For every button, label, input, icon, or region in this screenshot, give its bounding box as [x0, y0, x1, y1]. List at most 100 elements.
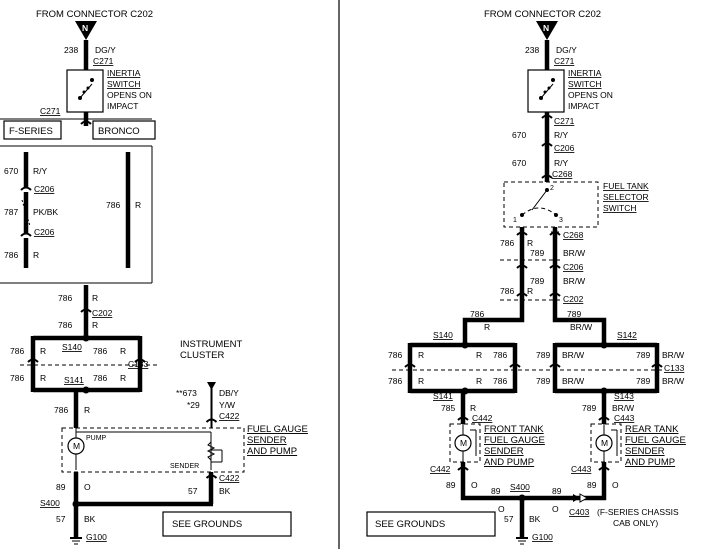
left-s140: S140 — [62, 342, 82, 352]
left-fseries-branch — [20, 152, 32, 268]
right-786a: 786 — [500, 238, 514, 248]
right-front-t4: AND PUMP — [484, 457, 534, 468]
right-57: 57 — [504, 514, 514, 524]
left-fseries-box — [3, 120, 62, 140]
right-789c: 789 — [567, 309, 581, 319]
left-c202-connector — [80, 308, 92, 313]
left-bronco-box — [92, 120, 156, 140]
right-c442-connector — [457, 416, 469, 421]
left-fs-pkbk: PK/BK — [33, 207, 58, 217]
left-89: 89 — [56, 482, 66, 492]
left-c271-split: C271 — [40, 106, 61, 116]
right-c442: C442 — [472, 413, 493, 423]
right-c442b: C442 — [430, 464, 451, 474]
left-238: 238 — [64, 45, 78, 55]
right-c443: C443 — [614, 413, 635, 423]
right-front-89: 89 — [446, 480, 456, 490]
right-m786a: 786 — [493, 350, 507, 360]
right-n-label: N — [543, 23, 549, 33]
left-fs-787: 787 — [4, 207, 18, 217]
right-m786b: 786 — [493, 376, 507, 386]
right-front-r: R — [470, 403, 476, 413]
right-r-splice-box — [404, 341, 521, 395]
left-bronco-label: BRONCO — [98, 126, 140, 137]
right-sel-1: FUEL TANK — [603, 181, 649, 191]
right-panel: FROM CONNECTOR C202 N 238 DG/Y C271 INER… — [366, 9, 686, 545]
left-below-r: R — [84, 405, 90, 415]
right-c271-connector — [541, 114, 553, 119]
right-c271-mid: C271 — [554, 116, 575, 126]
left-c422-top-connector — [205, 418, 218, 423]
right-rear-t4: AND PUMP — [625, 457, 675, 468]
right-ground-symbol — [516, 537, 528, 545]
right-bottom-89b: 89 — [552, 486, 562, 496]
right-rya: R/Y — [554, 130, 569, 140]
right-l786a: 786 — [388, 350, 402, 360]
right-789b: 789 — [530, 276, 544, 286]
right-front-785: 785 — [441, 403, 455, 413]
right-rear-m: M — [601, 438, 608, 448]
left-c133: C133 — [128, 359, 149, 369]
right-front-o: O — [471, 480, 478, 490]
left-c271-top: C271 — [93, 56, 114, 66]
left-ic-arrow — [207, 382, 216, 390]
right-front-pump-box — [449, 423, 481, 463]
left-sender-label: SENDER — [170, 463, 199, 470]
left-yw: Y/W — [219, 400, 235, 410]
right-front-t1: FRONT TANK — [484, 424, 544, 435]
right-bottom-ob: O — [552, 504, 559, 514]
left-57r: 57 — [188, 486, 198, 496]
left-inertia-1: INERTIA — [107, 68, 141, 78]
left-o: O — [84, 482, 91, 492]
right-rear-t1: REAR TANK — [625, 424, 679, 435]
right-brw-route — [552, 312, 607, 345]
right-inertia-4: IMPACT — [568, 101, 599, 111]
left-bk: BK — [219, 486, 231, 496]
right-rear-o: O — [612, 480, 619, 490]
right-c403-arrow — [573, 494, 580, 502]
right-r789b: 789 — [636, 376, 650, 386]
right-m789b: 789 — [536, 376, 550, 386]
left-sp-title-2: SENDER — [247, 435, 287, 446]
right-c202: C202 — [563, 294, 584, 304]
left-see-grounds-box — [162, 511, 292, 537]
left-fs-ry: R/Y — [33, 166, 48, 176]
left-dgy: DG/Y — [95, 45, 116, 55]
right-fseries-note-2: CAB ONLY) — [613, 518, 658, 528]
right-mbrb: BR/W — [562, 376, 584, 386]
left-s400-dot — [72, 500, 80, 508]
left-sp-title-1: FUEL GAUGE — [247, 424, 308, 435]
right-header: FROM CONNECTOR C202 — [484, 9, 601, 20]
right-see-grounds: SEE GROUNDS — [375, 519, 445, 530]
right-lrb: R — [418, 376, 424, 386]
right-g100: G100 — [532, 532, 553, 542]
right-s142: S142 — [617, 330, 637, 340]
right-c206: C206 — [554, 143, 575, 153]
right-sel-3: SWITCH — [603, 203, 637, 213]
left-see-grounds: SEE GROUNDS — [172, 519, 242, 530]
left-sb-bl786: 786 — [10, 373, 24, 383]
left-header: FROM CONNECTOR C202 — [36, 9, 153, 20]
right-670b: 670 — [512, 158, 526, 168]
right-bk: BK — [529, 514, 541, 524]
left-s141: S141 — [64, 375, 84, 385]
right-r789a: 789 — [636, 350, 650, 360]
right-rear-t2: FUEL GAUGE — [625, 435, 686, 446]
right-selector-switch — [503, 181, 599, 228]
right-s143: S143 — [614, 391, 634, 401]
right-sel-pin3: 3 — [559, 217, 563, 224]
right-rear-pump-box — [590, 423, 622, 463]
right-mrb: R — [476, 376, 482, 386]
right-mbra: BR/W — [562, 350, 584, 360]
right-r-route — [462, 312, 525, 345]
right-rear-brw: BR/W — [612, 403, 634, 413]
right-sel-2: SELECTOR — [603, 192, 649, 202]
right-lra: R — [418, 350, 424, 360]
right-c271-top: C271 — [554, 56, 575, 66]
left-n-label: N — [82, 23, 88, 33]
right-c403-arrow-2 — [579, 493, 589, 503]
left-ground-symbol — [70, 537, 82, 545]
left-sb-br786: 786 — [93, 373, 107, 383]
left-673: **673 — [176, 388, 197, 398]
